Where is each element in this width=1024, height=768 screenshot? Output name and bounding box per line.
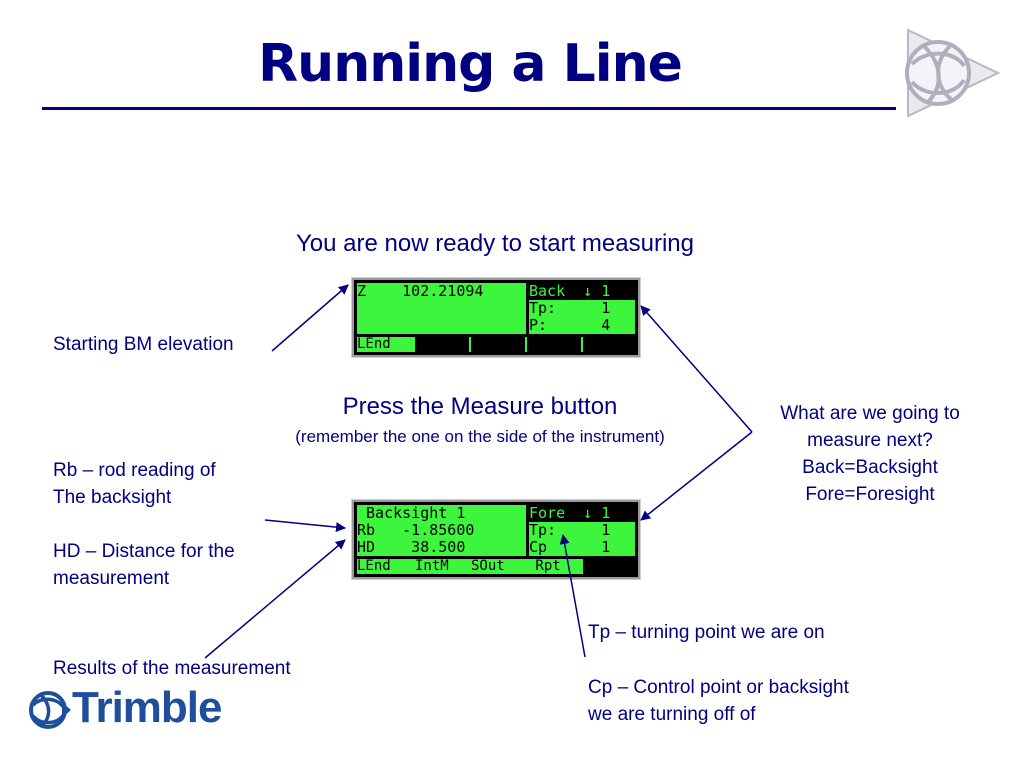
title-underline	[42, 107, 896, 110]
softkey-intm[interactable]: IntM	[415, 559, 471, 574]
softkey-sout[interactable]: SOut	[471, 559, 527, 574]
softkey-lend[interactable]: LEnd	[357, 337, 415, 352]
lcd-screen-bottom: Backsight 1 Rb -1.85600 HD 38.500 Fore ↓…	[352, 500, 640, 579]
label-cp-line2: we are turning off of	[588, 704, 756, 725]
mode-fore-row: Fore ↓ 1	[529, 505, 635, 522]
press-measure-note: (remember the one on the side of the ins…	[295, 427, 665, 446]
label-next-line3: Back=Backsight	[802, 457, 938, 478]
arrow-next-fore	[640, 431, 753, 521]
softkey-4[interactable]	[527, 337, 583, 352]
label-starting-bm: Starting BM elevation	[53, 334, 234, 355]
trimble-globe-logo	[905, 28, 1001, 118]
backsight-header-row: Backsight 1	[357, 505, 526, 522]
tp-row: Tp: 1	[529, 522, 635, 539]
tp-row: Tp: 1	[529, 300, 635, 317]
arrow-results	[204, 539, 346, 659]
label-rb-line1: Rb – rod reading of	[53, 460, 216, 481]
softkey-lend[interactable]: LEnd	[357, 559, 415, 574]
label-tp: Tp – turning point we are on	[588, 622, 825, 643]
label-cp-line1: Cp – Control point or backsight	[588, 677, 849, 698]
label-cp: Cp – Control point or backsight we are t…	[588, 674, 849, 728]
softkey-3[interactable]	[471, 337, 527, 352]
elevation-readout: Z 102.21094	[357, 283, 526, 300]
lcd-blank-area	[357, 300, 526, 334]
label-next-line1: What are we going to	[780, 403, 960, 424]
subtitle: You are now ready to start measuring	[295, 230, 694, 257]
softkey-5[interactable]	[583, 559, 635, 574]
softkey-5[interactable]	[583, 337, 635, 352]
label-next-line4: Fore=Foresight	[805, 484, 935, 505]
label-hd: HD – Distance for the measurement	[53, 538, 235, 592]
label-hd-line2: measurement	[53, 568, 170, 589]
p-row: P: 4	[529, 317, 635, 334]
arrow-next-back	[640, 305, 753, 433]
label-next: What are we going to measure next? Back=…	[745, 400, 995, 508]
label-rb-line2: The backsight	[53, 487, 172, 508]
slide-title: Running a Line	[258, 34, 683, 94]
cp-row: Cp 1	[529, 539, 635, 556]
trimble-swirl-icon	[29, 691, 71, 729]
rb-readout: Rb -1.85600	[357, 522, 526, 539]
lcd-screen-top: Z 102.21094 Back ↓ 1 Tp: 1 P: 4 LEnd	[352, 278, 640, 357]
softkey-2[interactable]	[415, 337, 471, 352]
label-next-line2: measure next?	[807, 430, 933, 451]
arrow-starting-bm	[271, 284, 349, 352]
hd-readout: HD 38.500	[357, 539, 526, 556]
label-hd-line1: HD – Distance for the	[53, 541, 235, 562]
press-measure-text: Press the Measure button	[342, 393, 618, 420]
arrow-rb	[264, 519, 346, 533]
trimble-logo-text: Trimble	[72, 683, 222, 732]
arrow-tp	[559, 534, 586, 658]
label-rb: Rb – rod reading of The backsight	[53, 457, 216, 511]
label-results: Results of the measurement	[53, 658, 291, 679]
mode-back-row: Back ↓ 1	[529, 283, 635, 300]
